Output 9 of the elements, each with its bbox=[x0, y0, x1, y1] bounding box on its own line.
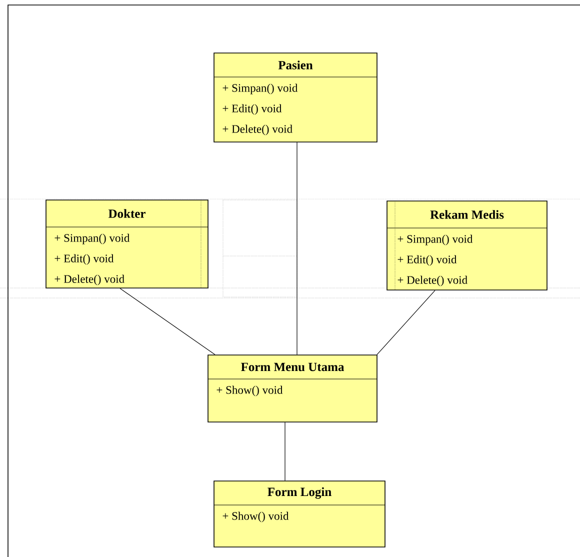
class-box: Dokter + Simpan() void + Edit() void + Delete() void bbox=[46, 200, 208, 288]
connector-line bbox=[296, 142, 298, 355]
connector-line bbox=[120, 288, 216, 355]
connector-line bbox=[376, 290, 436, 355]
class-box: Rekam Medis + Simpan() void + Edit() void + Delete() void bbox=[386, 200, 548, 290]
class-box: Form Menu Utama + Show() void bbox=[208, 354, 378, 422]
connector-line bbox=[284, 422, 286, 481]
class-box: Pasien + Simpan() void + Edit() void + Delete() void bbox=[214, 52, 378, 142]
class-box: Form Login + Show() void bbox=[214, 480, 386, 548]
